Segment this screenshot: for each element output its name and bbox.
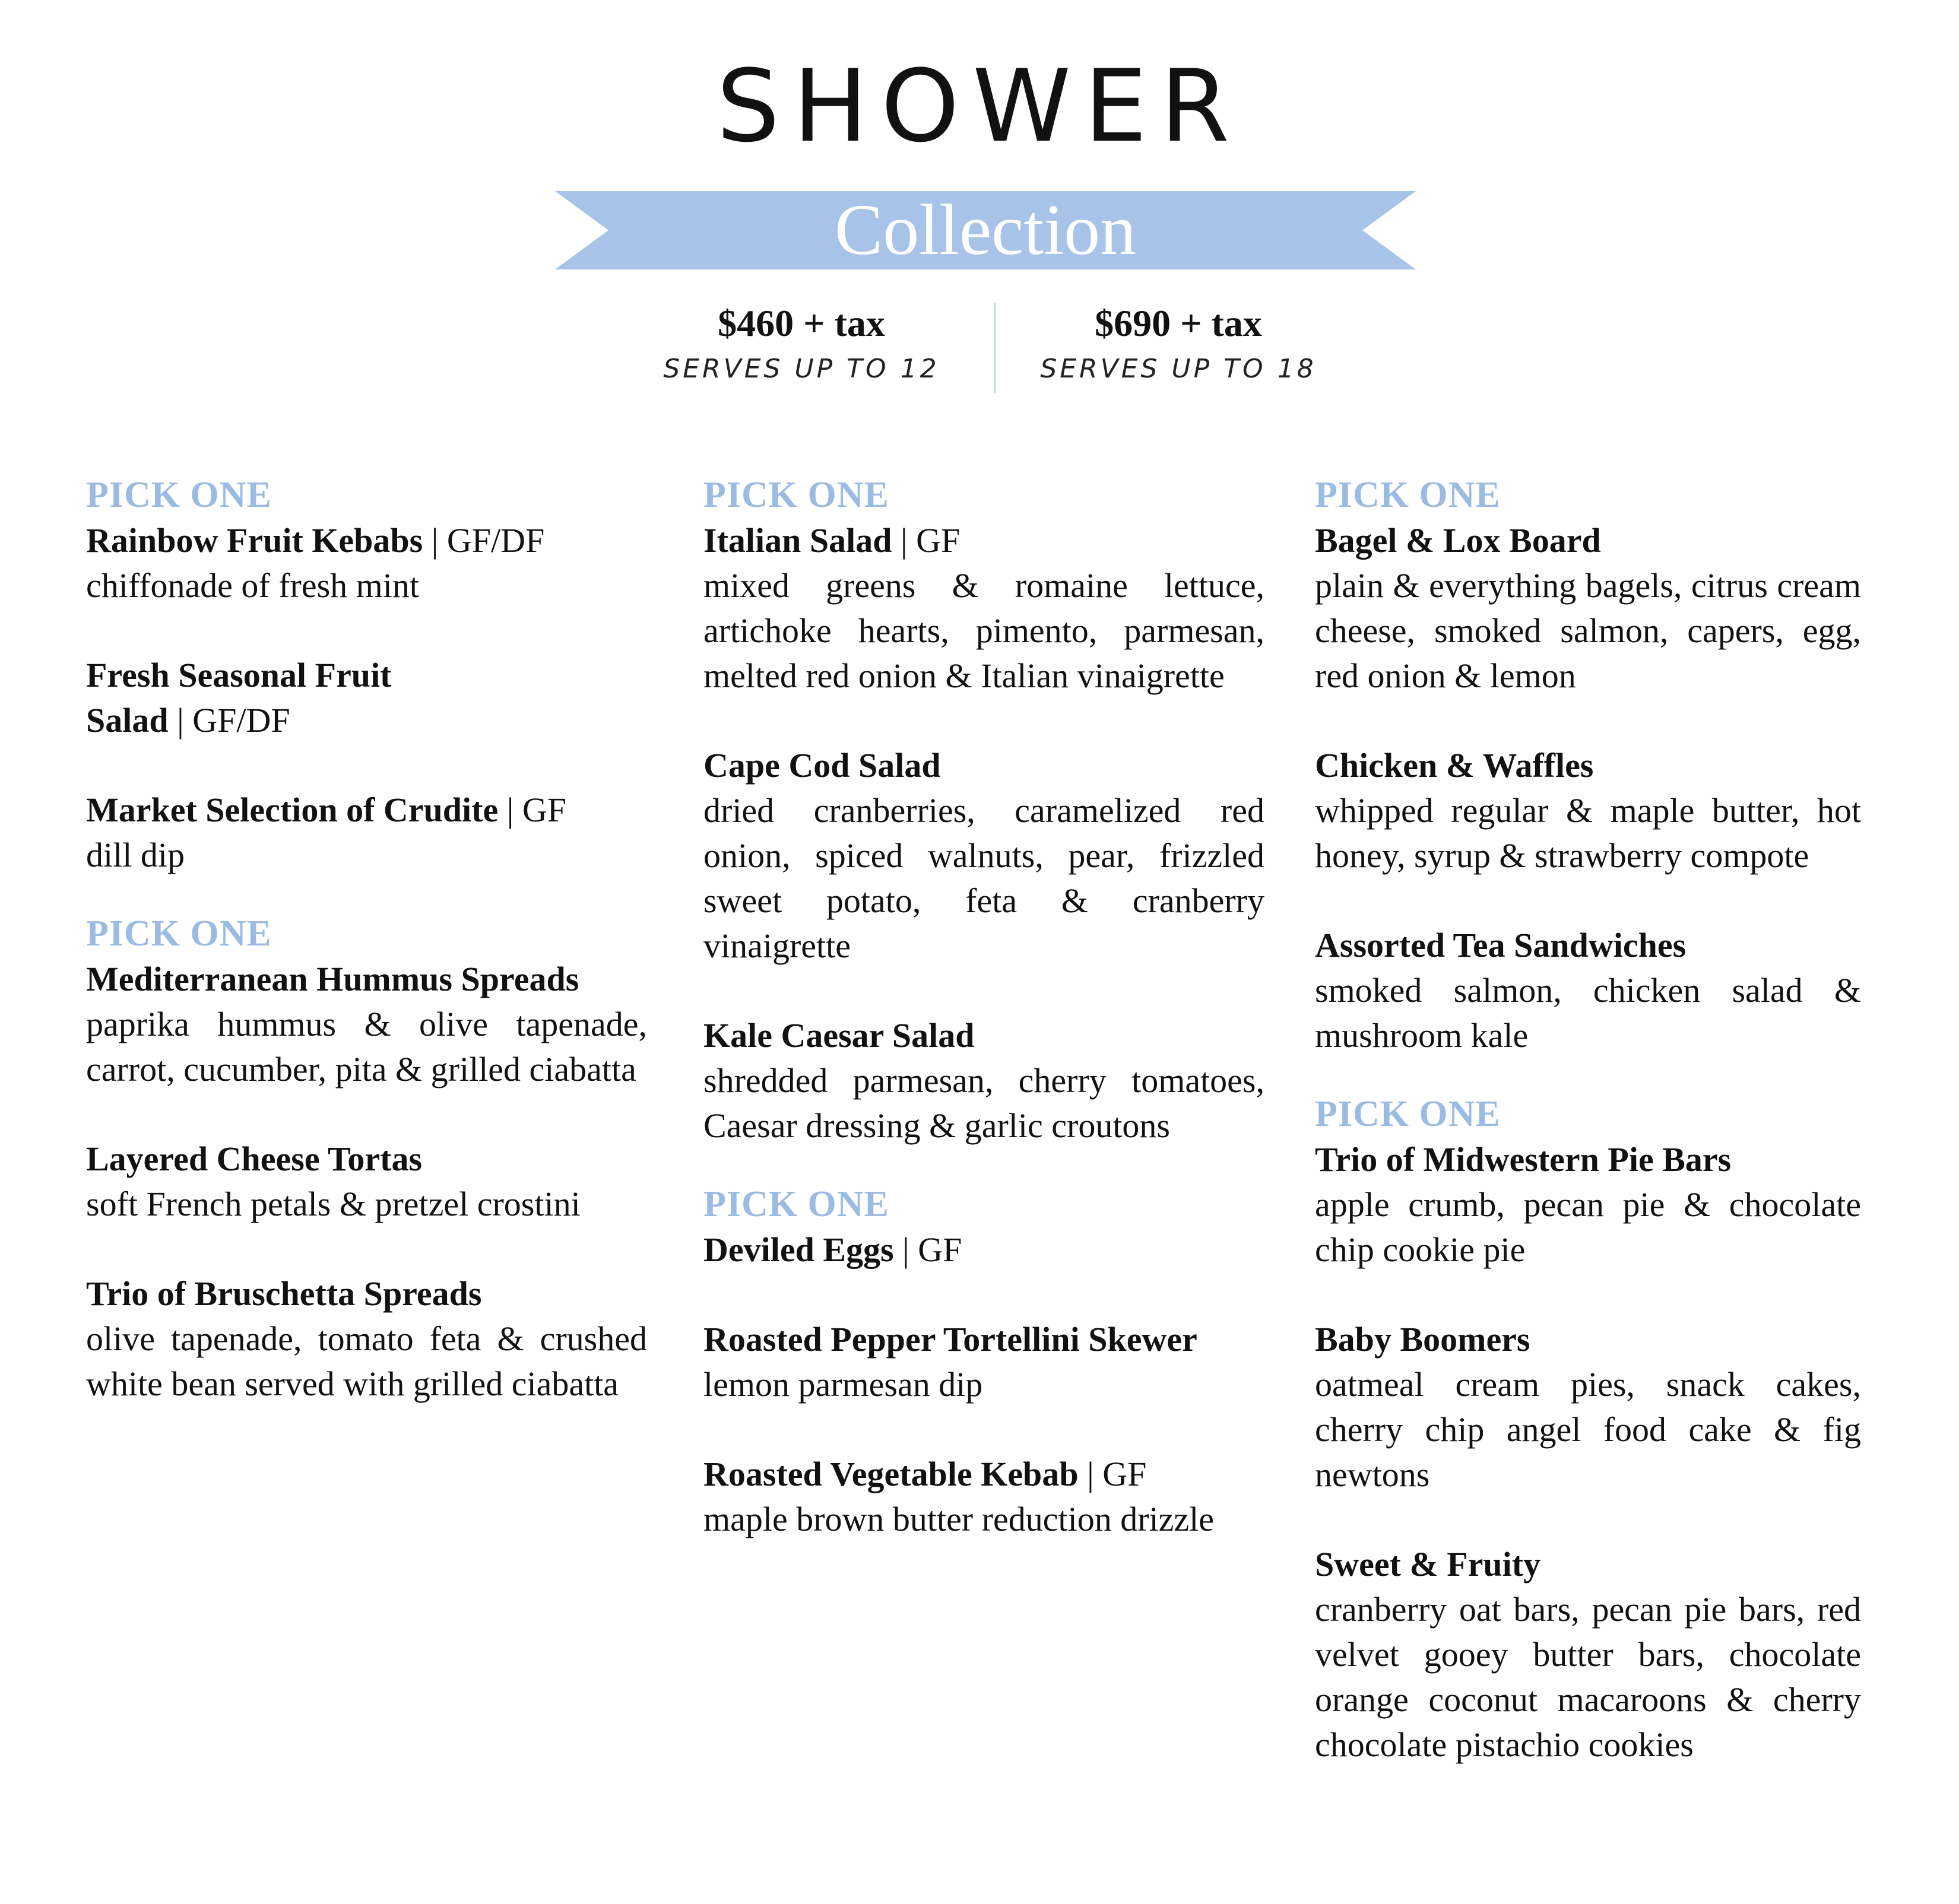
price-divider <box>994 303 996 393</box>
menu-section: PICK ONE Italian Salad | GF mixed greens… <box>703 472 1264 1148</box>
section-heading: PICK ONE <box>1315 1094 1501 1134</box>
menu-item: Roasted Pepper Tortellini Skewer lemon p… <box>703 1317 1264 1407</box>
item-name: Mediterranean Hummus Spreads <box>86 960 579 998</box>
item-tag: | GF <box>1078 1455 1147 1493</box>
item-description: dill dip <box>86 836 185 874</box>
page-title: SHOWER <box>716 48 1243 164</box>
menu-column-1: PICK ONE Rainbow Fruit Kebabs | GF/DF ch… <box>86 472 647 1439</box>
item-name-line-2: Salad <box>86 701 169 740</box>
item-name: Kale Caesar Salad <box>703 1016 975 1055</box>
item-name: Assorted Tea Sandwiches <box>1315 926 1687 964</box>
item-tag: | GF/DF <box>168 701 290 740</box>
item-name: Rainbow Fruit Kebabs <box>86 521 423 560</box>
menu-item: Bagel & Lox Board plain & everything bag… <box>1315 518 1861 699</box>
menu-section: PICK ONE Bagel & Lox Board plain & every… <box>1315 472 1861 1058</box>
section-heading: PICK ONE <box>86 913 272 954</box>
menu-item: Deviled Eggs | GF <box>703 1227 1264 1272</box>
banner-ribbon-shape <box>555 191 1416 269</box>
menu-column-3: PICK ONE Bagel & Lox Board plain & every… <box>1315 472 1861 1800</box>
item-name: Fresh Seasonal Fruit <box>86 656 392 694</box>
item-description: olive tapenade, tomato feta & crushed wh… <box>86 1319 647 1403</box>
item-name: Roasted Pepper Tortellini Skewer <box>703 1320 1197 1359</box>
item-description: plain & everything bagels, citrus cream … <box>1315 566 1861 695</box>
item-description: cranberry oat bars, pecan pie bars, red … <box>1315 1590 1861 1764</box>
price-option-large: $690 + tax SERVES UP TO 18 <box>1012 297 1345 388</box>
price-option-small: $460 + tax SERVES UP TO 12 <box>635 297 968 388</box>
menu-item: Rainbow Fruit Kebabs | GF/DF chiffonade … <box>86 518 647 608</box>
item-name: Trio of Bruschetta Spreads <box>86 1274 482 1313</box>
item-description: paprika hummus & olive tapenade, carrot,… <box>86 1005 647 1089</box>
item-tag: | GF <box>893 1230 962 1269</box>
menu-item: Chicken & Waffles whipped regular & mapl… <box>1315 743 1861 878</box>
price-amount: $460 + tax <box>718 302 885 344</box>
menu-item: Roasted Vegetable Kebab | GF maple brown… <box>703 1452 1264 1542</box>
menu-item: Fresh Seasonal Fruit Salad | GF/DF <box>86 653 647 743</box>
item-description: apple crumb, pecan pie & chocolate chip … <box>1315 1185 1861 1269</box>
menu-section: PICK ONE Mediterranean Hummus Spreads pa… <box>86 910 647 1407</box>
item-name: Baby Boomers <box>1315 1320 1530 1359</box>
item-description: whipped regular & maple butter, hot hone… <box>1315 791 1861 875</box>
item-description: mixed greens & romaine lettuce, artichok… <box>703 566 1264 695</box>
section-heading: PICK ONE <box>1315 475 1501 515</box>
menu-item: Trio of Bruschetta Spreads olive tapenad… <box>86 1271 647 1407</box>
menu-section: PICK ONE Deviled Eggs | GF Roasted Peppe… <box>703 1181 1264 1542</box>
menu-item: Baby Boomers oatmeal cream pies, snack c… <box>1315 1317 1861 1497</box>
section-heading: PICK ONE <box>703 475 889 515</box>
item-description: maple brown butter reduction drizzle <box>703 1500 1215 1538</box>
item-name: Trio of Midwestern Pie Bars <box>1315 1140 1732 1179</box>
price-serves: SERVES UP TO 12 <box>663 354 940 384</box>
item-description: lemon parmesan dip <box>703 1365 983 1404</box>
item-description: soft French petals & pretzel crostini <box>86 1185 581 1223</box>
item-tag: | GF <box>892 521 961 560</box>
item-name: Layered Cheese Tortas <box>86 1140 423 1178</box>
item-name: Italian Salad <box>703 521 892 560</box>
item-description: oatmeal cream pies, snack cakes, cherry … <box>1315 1365 1861 1494</box>
item-tag: | GF/DF <box>423 521 545 560</box>
item-name: Chicken & Waffles <box>1315 746 1594 785</box>
item-name: Roasted Vegetable Kebab <box>703 1455 1079 1493</box>
menu-section: PICK ONE Rainbow Fruit Kebabs | GF/DF ch… <box>86 472 647 878</box>
item-description: dried cranberries, caramelized red onion… <box>703 791 1264 965</box>
menu-column-2: PICK ONE Italian Salad | GF mixed greens… <box>703 472 1264 1575</box>
price-amount: $690 + tax <box>1095 302 1262 344</box>
price-serves: SERVES UP TO 18 <box>1040 354 1317 384</box>
menu-item: Cape Cod Salad dried cranberries, carame… <box>703 743 1264 969</box>
item-name: Sweet & Fruity <box>1315 1545 1541 1584</box>
menu-item: Layered Cheese Tortas soft French petals… <box>86 1137 647 1227</box>
menu-item: Market Selection of Crudite | GF dill di… <box>86 788 647 878</box>
section-heading: PICK ONE <box>86 475 272 515</box>
collection-banner: Collection <box>555 191 1416 269</box>
section-heading: PICK ONE <box>703 1184 889 1224</box>
item-name: Market Selection of Crudite <box>86 791 499 829</box>
item-tag: | GF <box>498 791 566 829</box>
menu-item: Sweet & Fruity cranberry oat bars, pecan… <box>1315 1542 1861 1767</box>
item-description: smoked salmon, chicken salad & mushroom … <box>1315 971 1861 1055</box>
item-name: Bagel & Lox Board <box>1315 521 1601 560</box>
menu-item: Italian Salad | GF mixed greens & romain… <box>703 518 1264 699</box>
menu-item: Trio of Midwestern Pie Bars apple crumb,… <box>1315 1137 1861 1272</box>
item-description: chiffonade of fresh mint <box>86 566 420 605</box>
menu-item: Kale Caesar Salad shredded parmesan, che… <box>703 1013 1264 1148</box>
pricing-section: $460 + tax SERVES UP TO 12 $690 + tax SE… <box>0 297 1959 398</box>
item-description: shredded parmesan, cherry tomatoes, Caes… <box>703 1061 1264 1145</box>
menu-section: PICK ONE Trio of Midwestern Pie Bars app… <box>1315 1091 1861 1767</box>
menu-item: Mediterranean Hummus Spreads paprika hum… <box>86 957 647 1092</box>
banner-label: Collection <box>834 190 1137 270</box>
menu-item: Assorted Tea Sandwiches smoked salmon, c… <box>1315 923 1861 1058</box>
item-name: Deviled Eggs <box>703 1230 894 1269</box>
item-name: Cape Cod Salad <box>703 746 941 785</box>
